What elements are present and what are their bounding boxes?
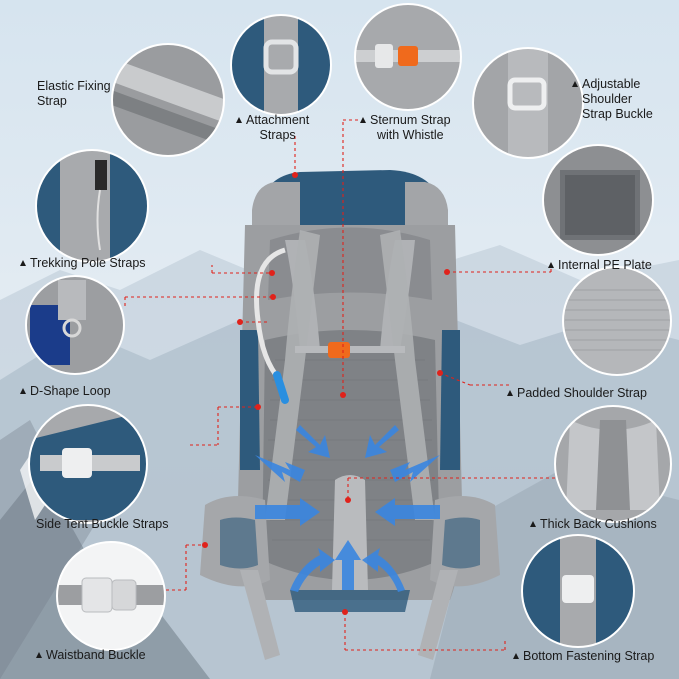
label-sternum-strap: Sternum Strap with Whistle: [360, 113, 451, 143]
label-bottom-fastening-strap: Bottom Fastening Strap: [513, 649, 654, 664]
label-adjustable-buckle: Adjustable Shoulder Strap Buckle: [572, 77, 653, 122]
triangle-up-icon: [20, 260, 26, 266]
triangle-up-icon: [360, 117, 366, 123]
detail-circle-attachment-straps: [230, 14, 332, 116]
triangle-up-icon: [530, 521, 536, 527]
back-cushions-text: Thick Back Cushions: [540, 517, 657, 531]
triangle-up-icon: [513, 653, 519, 659]
waistband-text: Waistband Buckle: [46, 648, 146, 662]
leader-dots: [202, 172, 450, 615]
label-side-tent-buckle-straps: Side Tent Buckle Straps: [36, 517, 168, 532]
triangle-up-icon: [507, 390, 513, 396]
detail-circle-trekking-pole: [35, 149, 149, 263]
detail-circle-d-loop: [25, 275, 125, 375]
label-elastic-fixing-strap: Elastic Fixing Strap: [37, 79, 111, 109]
d-shape-loop-text: D-Shape Loop: [30, 384, 111, 398]
adjustable-buckle-text: Adjustable Shoulder Strap Buckle: [582, 77, 653, 121]
triangle-up-icon: [20, 388, 26, 394]
triangle-up-icon: [236, 117, 242, 123]
label-thick-back-cushions: Thick Back Cushions: [530, 517, 657, 532]
backpack: [200, 170, 500, 660]
detail-circle-waistband-buckle: [56, 541, 166, 651]
sternum-strap-text: Sternum Strap with Whistle: [370, 113, 451, 142]
detail-circle-padded-strap: [562, 266, 672, 376]
detail-circle-back-cushions: [554, 405, 672, 523]
detail-circle-bottom-strap: [521, 534, 635, 648]
bottom-strap-text: Bottom Fastening Strap: [523, 649, 655, 663]
detail-circle-pe-plate: [542, 144, 654, 256]
leader-lines: [124, 119, 555, 651]
detail-circle-elastic-strap: [111, 43, 225, 157]
triangle-up-icon: [572, 81, 578, 87]
side-tent-text: Side Tent Buckle Straps: [36, 517, 169, 531]
label-attachment-straps: Attachment Straps: [236, 113, 309, 143]
label-waistband-buckle: Waistband Buckle: [36, 648, 146, 663]
triangle-up-icon: [548, 262, 554, 268]
attachment-straps-text: Attachment Straps: [246, 113, 310, 142]
label-padded-shoulder-strap: Padded Shoulder Strap: [507, 386, 647, 401]
pe-plate-text: Internal PE Plate: [558, 258, 652, 272]
elastic-strap-text: Elastic Fixing Strap: [37, 79, 111, 108]
padded-strap-text: Padded Shoulder Strap: [517, 386, 647, 400]
label-d-shape-loop: D-Shape Loop: [20, 384, 111, 399]
label-trekking-pole-straps: Trekking Pole Straps: [20, 256, 146, 271]
triangle-up-icon: [36, 652, 42, 658]
trekking-pole-text: Trekking Pole Straps: [30, 256, 146, 270]
detail-circle-shoulder-buckle: [472, 47, 584, 159]
detail-circle-side-tent-buckle: [28, 404, 148, 524]
detail-circle-sternum-strap: [354, 3, 462, 111]
label-internal-pe-plate: Internal PE Plate: [548, 258, 652, 273]
